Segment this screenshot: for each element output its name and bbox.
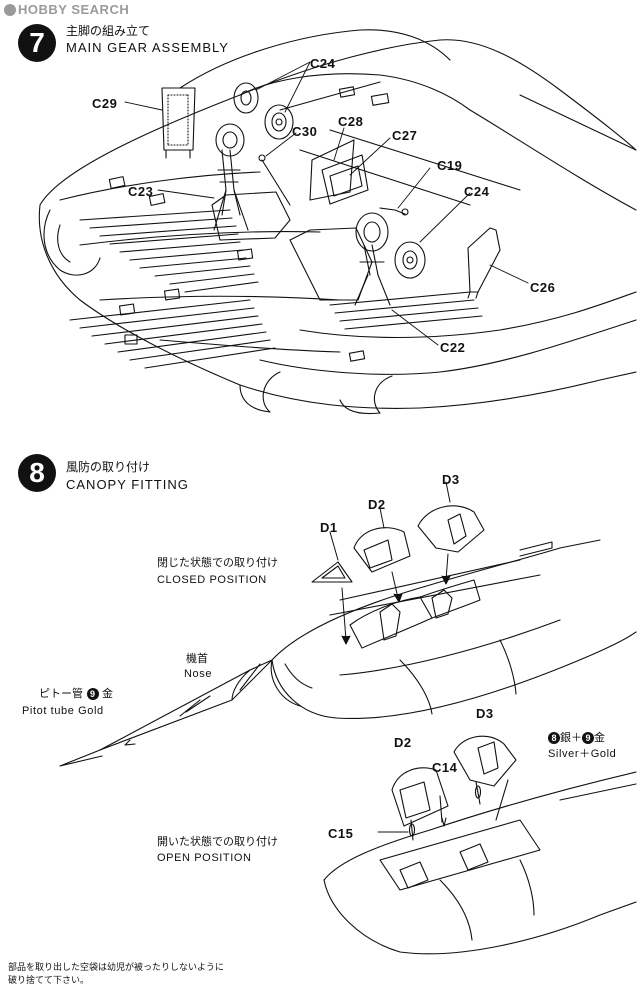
paint-gold-jp: 金 [594, 731, 605, 744]
pitot-label-en: Pitot tube Gold [22, 705, 104, 717]
open-position-label-en: OPEN POSITION [157, 852, 252, 864]
step8-number-badge: 8 [18, 454, 56, 492]
paint-silver-jp: 銀＋ [560, 731, 582, 744]
paint-number-badge: 9 [86, 688, 99, 700]
part-label-c22: C22 [440, 340, 466, 355]
watermark: HOBBY SEARCH [4, 2, 129, 17]
step7-gear-doors-drawing [161, 87, 369, 205]
part-label-c19: C19 [437, 158, 463, 173]
nose-label-jp: 機首 [186, 652, 208, 665]
step8-fuselage-drawing [59, 539, 637, 767]
open-position-label-jp: 開いた状態での取り付け [157, 835, 278, 848]
step8-open-fuselage-drawing [323, 735, 637, 955]
step7-leader-lines [124, 61, 529, 346]
part-label-c24-top: C24 [310, 56, 336, 71]
step7-wheels-drawing [215, 82, 426, 279]
step7-title-jp: 主脚の組み立て [66, 24, 151, 38]
closed-position-label-jp: 閉じた状態での取り付け [157, 556, 278, 569]
part-label-c27: C27 [392, 128, 418, 143]
pitot-label-jp: ピトー管 9 金 [39, 687, 113, 701]
watermark-logo-icon [4, 4, 16, 16]
paint-number-badge-silver: 8 [548, 732, 560, 744]
part-label-d3-closed: D3 [442, 472, 460, 487]
watermark-text: HOBBY SEARCH [18, 2, 130, 17]
step8-closed-arrows [329, 481, 451, 645]
step8-title-en: CANOPY FITTING [66, 477, 189, 492]
step7-title-en: MAIN GEAR ASSEMBLY [66, 40, 229, 55]
step8-canopy-closed-drawing [311, 505, 485, 583]
part-label-d2-open: D2 [394, 735, 412, 750]
step8-title-jp: 風防の取り付け [66, 460, 151, 474]
pitot-label-jp-text: ピトー管 [39, 687, 83, 700]
part-label-c23: C23 [128, 184, 154, 199]
pitot-color-jp: 金 [102, 687, 113, 700]
part-label-c14: C14 [432, 760, 458, 775]
part-label-c15: C15 [328, 826, 354, 841]
safety-note-line-1: 部品を取り出した空袋は幼児が被ったりしないように [8, 963, 224, 973]
part-label-c24-right: C24 [464, 184, 490, 199]
safety-note-line-2: 破り捨てて下さい。 [8, 976, 90, 986]
part-label-d1: D1 [320, 520, 338, 535]
part-label-d3-open: D3 [476, 706, 494, 721]
part-label-c26: C26 [530, 280, 556, 295]
step7-number-badge: 7 [18, 24, 56, 62]
part-label-c30: C30 [292, 124, 318, 139]
part-label-c29: C29 [92, 96, 118, 111]
nose-label-en: Nose [184, 668, 213, 680]
paint-callout-en: Silver＋Gold [548, 748, 617, 760]
step7-fuselage-drawing [38, 29, 637, 415]
paint-number-badge-gold: 9 [582, 732, 594, 744]
part-label-c28: C28 [338, 114, 364, 129]
closed-position-label-en: CLOSED POSITION [157, 574, 267, 586]
part-label-d2-closed: D2 [368, 497, 386, 512]
